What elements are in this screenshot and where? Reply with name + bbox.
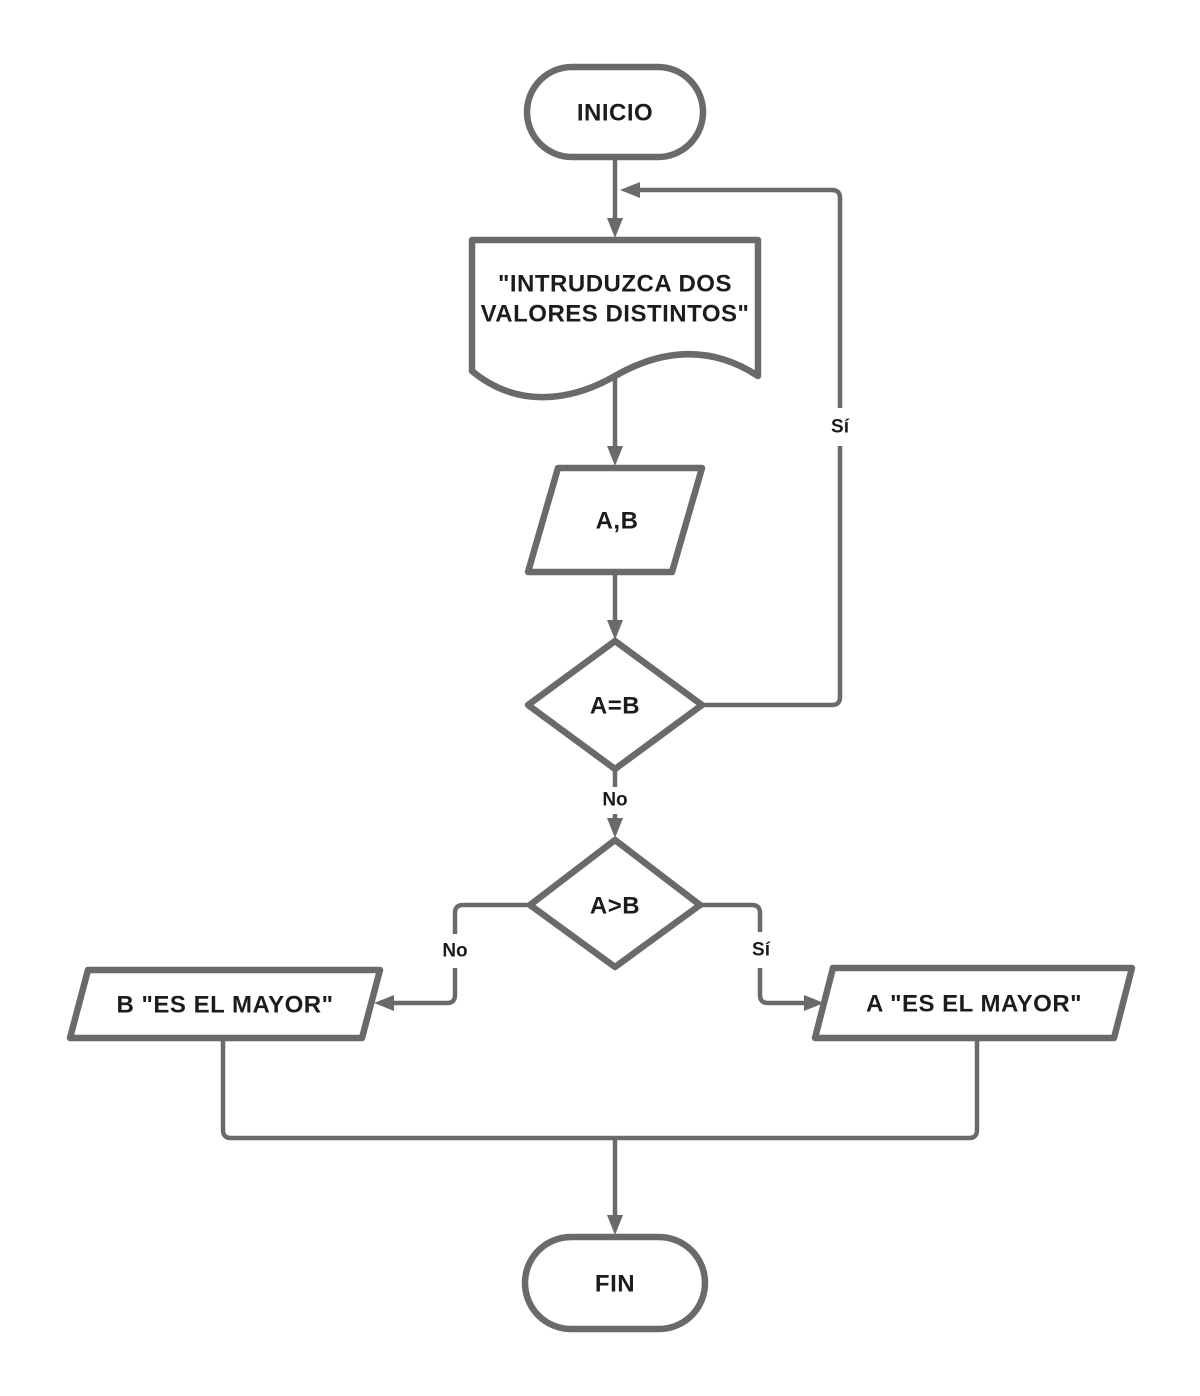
arrowhead-into-input-icon: [607, 446, 623, 466]
arrowhead-loop-return-icon: [620, 182, 640, 198]
start-label: INICIO: [577, 100, 653, 127]
decision-equal-shape: [524, 637, 706, 773]
output-a-label: A "ES EL MAYOR": [866, 991, 1082, 1018]
arrowhead-into-end-icon: [607, 1215, 623, 1235]
input-parallelogram-shape: [524, 464, 706, 576]
arrowhead-into-equal-icon: [607, 620, 623, 640]
edge-output-a-to-merge: [615, 1038, 980, 1141]
document-shape: [468, 236, 762, 401]
end-terminator-shape: [521, 1233, 709, 1333]
document-label-line2: VALORES DISTINTOS": [481, 301, 750, 328]
decision-equal-label: A=B: [590, 693, 640, 720]
label-gap-greater-no: [436, 934, 474, 968]
label-gap-equal-no: [597, 787, 633, 814]
output-b-shape: [66, 966, 384, 1042]
arrowhead-into-output-b-icon: [374, 995, 394, 1011]
output-a-shape: [811, 964, 1136, 1042]
arrowhead-into-document-icon: [607, 218, 623, 238]
edge-output-b-to-merge: [220, 1038, 615, 1141]
label-gap-equal-yes: [822, 408, 858, 446]
decision-greater-shape: [526, 836, 704, 971]
start-terminator-shape: [523, 63, 707, 161]
edge-label-greater-no: No: [442, 941, 467, 962]
arrowhead-into-greater-icon: [607, 818, 623, 838]
end-label: FIN: [595, 1271, 635, 1298]
edge-equal-yes-loop: [638, 187, 843, 708]
arrowhead-into-output-a-icon: [804, 995, 824, 1011]
input-label: A,B: [596, 508, 639, 535]
output-b-label: B "ES EL MAYOR": [117, 992, 334, 1019]
label-gap-greater-yes: [744, 932, 778, 968]
decision-greater-label: A>B: [590, 893, 640, 920]
edge-label-equal-no: No: [602, 790, 627, 811]
edge-label-equal-yes: Sí: [831, 417, 850, 438]
edge-label-greater-yes: Sí: [752, 940, 771, 961]
document-label-line1: "INTRUDUZCA DOS: [498, 271, 732, 298]
